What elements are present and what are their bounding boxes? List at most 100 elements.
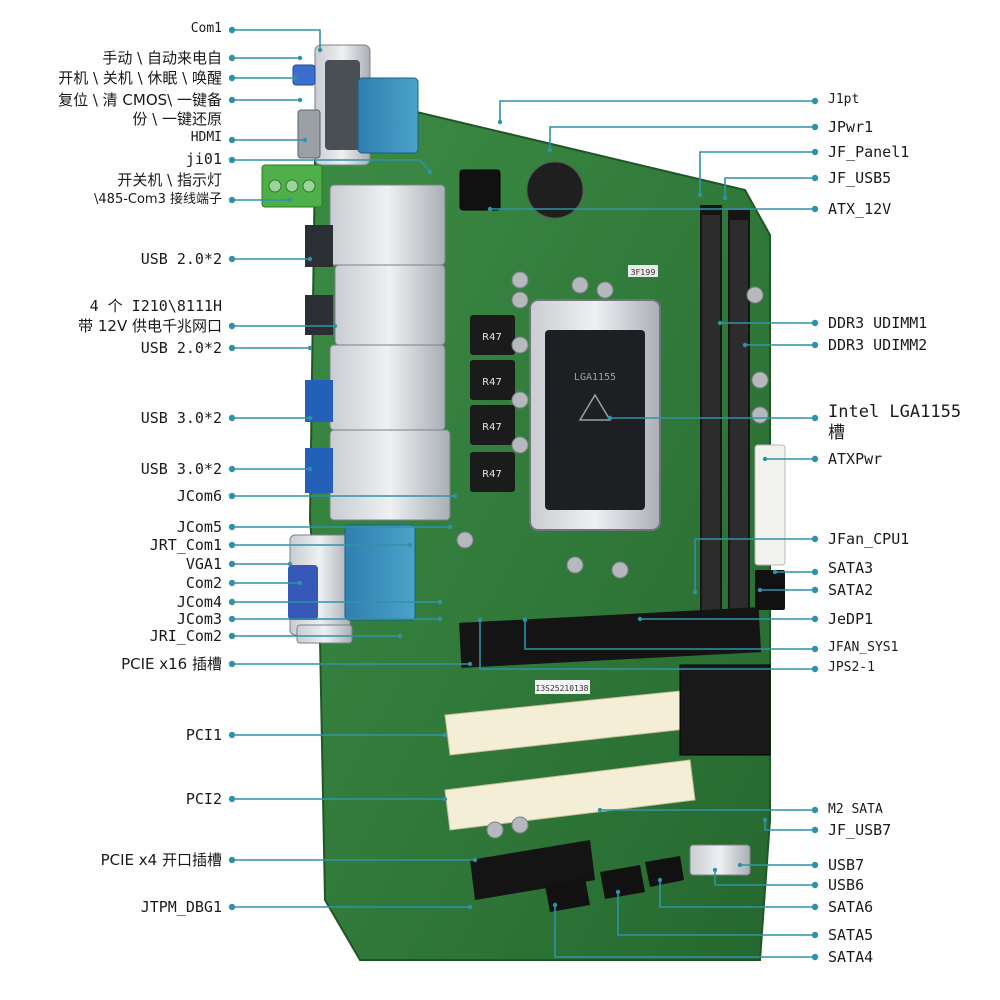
callout-sata5-dot [811, 931, 819, 939]
callout-pcie-x4-dot [228, 856, 236, 864]
atx-12v-connector [459, 169, 501, 211]
sticker [628, 265, 658, 277]
cpu-socket: LGA1155 [529, 299, 661, 531]
label-jri-com2: JRI_Com2 [149, 627, 222, 645]
callout-lan-dot [228, 322, 236, 330]
callout-jedp1-end [637, 616, 643, 622]
label-jedp1: JeDP1 [828, 610, 874, 628]
callout-hdmi-end [302, 137, 308, 143]
callout-usb30-2-end [307, 466, 313, 472]
callout-m2-sata-end [597, 807, 603, 813]
callout-jfan-sys1-end [522, 617, 528, 623]
callout-pci1-end [442, 732, 448, 738]
label-pcie-x16: PCIE x16 插槽 [121, 655, 222, 673]
label-com2: Com2 [185, 574, 222, 592]
callout-jps2-1 [479, 620, 815, 670]
callout-j1pt-end [497, 119, 503, 125]
label-usb7: USB7 [828, 856, 865, 874]
choke-label: R47 [482, 422, 502, 433]
callout-usb6 [714, 870, 815, 886]
callout-ddr3-2-dot [811, 341, 819, 349]
callout-jio1-dot [228, 156, 236, 164]
callout-vga1-end [287, 561, 293, 567]
com1-db9-port [314, 44, 419, 166]
callout-usb30-2-dot [228, 465, 236, 473]
lan-usb-stack [305, 184, 451, 521]
callout-manual-auto-end [297, 55, 303, 61]
callout-jcom3-dot [228, 615, 236, 623]
callout-jtpm-dbg1-end [467, 904, 473, 910]
label-vga1: VGA1 [185, 555, 222, 573]
callout-pcie-x16-end [467, 661, 473, 667]
label-pcie-x4: PCIE x4 开口插槽 [100, 851, 222, 869]
callout-jfan-cpu1-dot [811, 535, 819, 543]
label-jf-panel1: JF_Panel1 [828, 143, 910, 161]
callout-jf-usb7 [764, 820, 815, 831]
callout-lga1155-end [607, 415, 613, 421]
label-power-led: 开关机 \ 指示灯 [117, 171, 222, 189]
capacitors [456, 271, 769, 839]
callout-usb20-1-dot [228, 255, 236, 263]
callout-jf-usb7-end [762, 817, 768, 823]
callout-jf-usb5 [724, 177, 815, 198]
label-com1: Com1 [190, 21, 222, 36]
callout-sata2-dot [811, 586, 819, 594]
callout-sata4-end [552, 902, 558, 908]
label-jf-usb5: JF_USB5 [828, 169, 892, 187]
callout-pcie-x16-dot [228, 660, 236, 668]
pcie-x16-slot [459, 607, 761, 668]
label-lga1155-1: Intel LGA1155 [828, 402, 962, 422]
callout-sata5-end [615, 889, 621, 895]
label-manual-auto: 手动 \ 自动来电自 [102, 49, 222, 67]
callout-lga1155-dot [811, 414, 819, 422]
callout-jrt-com1-dot [228, 541, 236, 549]
callout-jio1 [232, 159, 431, 173]
callout-ddr3-2-end [742, 342, 748, 348]
callout-jri-com2-dot [228, 632, 236, 640]
vrm-chokes: R47 R47 R47 R47 [470, 315, 515, 492]
cpu-socket-text: LGA1155 [574, 372, 616, 383]
callout-sata4-dot [811, 953, 819, 961]
callout-lan-end [332, 323, 338, 329]
label-jcom6: JCom6 [176, 487, 222, 505]
callout-usb20-2-end [307, 345, 313, 351]
label-sata4: SATA4 [828, 948, 874, 966]
callout-pci2-dot [228, 795, 236, 803]
callout-atxpwr-end [762, 456, 768, 462]
callout-jcom4-dot [228, 598, 236, 606]
callout-jf-panel1-end [697, 192, 703, 198]
vga-com2-ports [288, 524, 416, 644]
callout-jf-usb7-dot [811, 826, 819, 834]
callout-usb30-1-end [307, 415, 313, 421]
label-sata5: SATA5 [828, 926, 874, 944]
callout-power-sleep-end [292, 75, 298, 81]
callout-jcom6-dot [228, 492, 236, 500]
label-ddr3-1: DDR3 UDIMM1 [828, 314, 928, 332]
callout-jfan-sys1 [524, 620, 815, 650]
label-jcom5: JCom5 [176, 518, 222, 536]
terminal-block [261, 164, 323, 208]
label-usb20-2: USB 2.0*2 [140, 339, 222, 357]
callout-manual-auto-dot [228, 54, 236, 62]
sticker-text: 3F199 [631, 268, 656, 277]
label-hdmi: HDMI [190, 130, 222, 145]
label-pci1: PCI1 [185, 726, 222, 744]
callout-jcom4-end [437, 599, 443, 605]
callout-sata3-dot [811, 568, 819, 576]
callout-jf-usb5-dot [811, 174, 819, 182]
label-jps2-1: JPS2-1 [828, 660, 875, 675]
callout-sata2-end [757, 587, 763, 593]
callout-jf-panel1 [699, 151, 815, 195]
label-jcom3: JCom3 [176, 610, 222, 628]
callout-vga1-dot [228, 560, 236, 568]
label-jfan-cpu1: JFan_CPU1 [828, 530, 910, 548]
callout-j1pt-dot [811, 97, 819, 105]
callout-usb20-1-end [307, 256, 313, 262]
choke-label: R47 [482, 469, 502, 480]
callout-sata3-end [772, 569, 778, 575]
choke-label: R47 [482, 332, 502, 343]
callout-jio1-end [427, 169, 433, 175]
callout-com1-end [317, 47, 323, 53]
callout-usb30-1-dot [228, 414, 236, 422]
label-sata2: SATA2 [828, 581, 874, 599]
